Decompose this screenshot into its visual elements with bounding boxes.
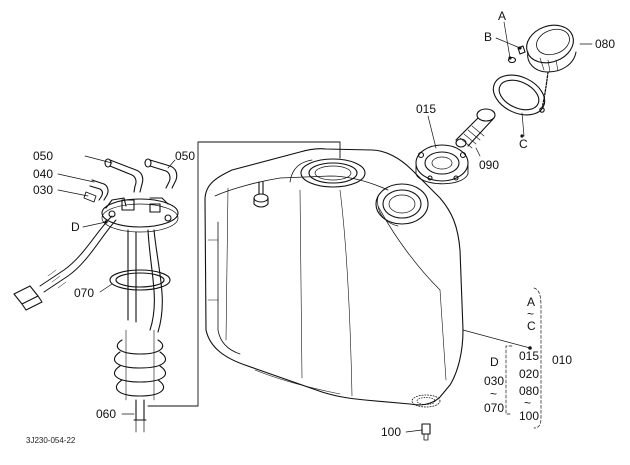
screw-and-washer [507,45,526,64]
callout-080-top: 080 [595,37,616,51]
range-tilde-A-C: ~ [527,307,535,321]
range-marker-A: A [527,295,536,309]
callout-010: 010 [552,353,573,367]
callout-070-left: 070 [74,286,95,300]
callout-080-range: 080 [519,384,540,398]
leader-dots [104,46,532,350]
fuel-pump-assembly [13,197,179,433]
assembly-bracket-line [147,141,341,407]
fuel-tank [204,148,464,408]
leader-lines [57,21,593,433]
filler-neck-adapter [415,144,469,185]
callout-030-left: 030 [33,183,54,197]
callout-015-top: 015 [416,102,437,116]
callout-100-range: 100 [519,409,540,423]
callout-050-left: 050 [33,149,54,163]
drain-plug [421,423,431,441]
hose-elbows [83,158,178,203]
marker-B-cap: B [484,30,493,44]
range-tilde-080-100: ~ [524,396,532,410]
range-marker-C: C [527,319,536,333]
marker-C-cap: C [519,137,528,151]
callout-015-range: 015 [519,349,540,363]
callout-030-range: 030 [484,374,505,388]
marker-A-cap: A [498,9,507,23]
callout-020: 020 [519,367,540,381]
cap-gasket-ring [492,74,546,116]
filler-cap [526,24,577,113]
fuel-strainer [455,108,496,149]
callout-050-right: 050 [175,149,196,163]
range-brackets [505,287,542,429]
range-tilde-030-070: ~ [490,387,498,401]
callout-040: 040 [33,167,54,181]
range-marker-D: D [490,355,499,369]
callout-090: 090 [479,158,500,172]
callout-070-range: 070 [484,401,505,415]
callout-060: 060 [96,407,117,421]
drawing-code: 3J230-054-22 [26,436,76,445]
callout-100-left: 100 [381,425,402,439]
marker-D-pump: D [71,220,80,234]
